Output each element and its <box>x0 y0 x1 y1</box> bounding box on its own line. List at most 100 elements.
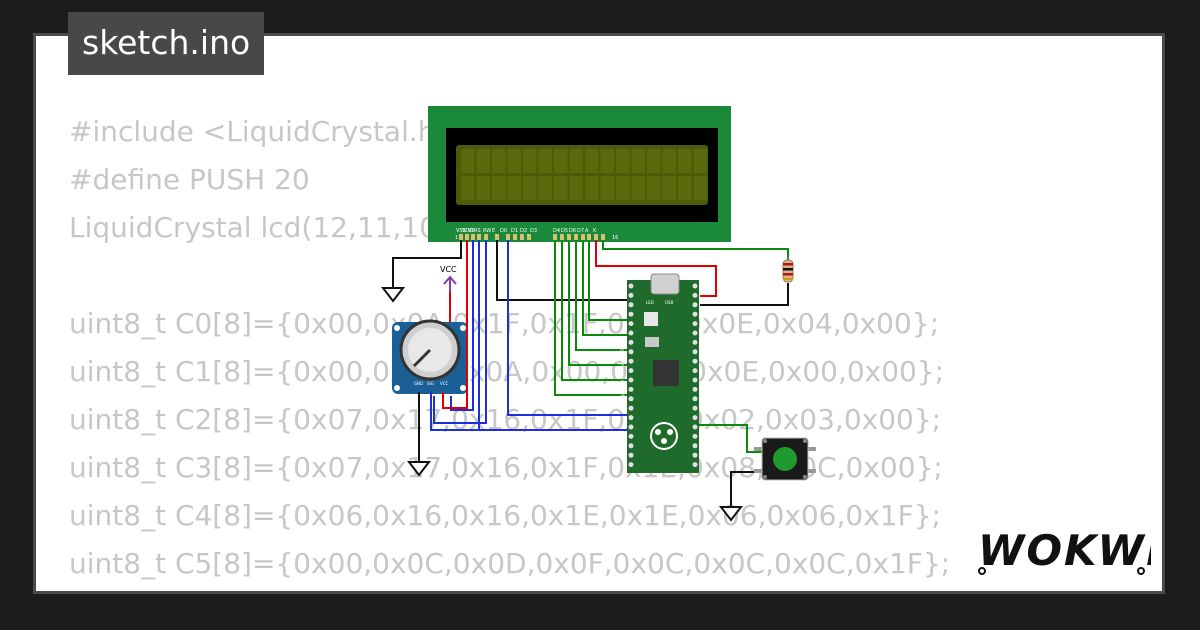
lcd-cell <box>538 149 552 173</box>
lcd-pin-pad[interactable] <box>477 234 481 240</box>
lcd-pin-index-first: 1 <box>455 235 458 241</box>
lcd-pin-pad[interactable] <box>520 234 524 240</box>
lcd-pin-pad[interactable] <box>594 234 598 240</box>
pico-pin[interactable] <box>692 452 698 458</box>
code-line: uint8_t C0[8]={0x00,0x0A,0x1F,0x1F,0x1F,… <box>69 307 939 340</box>
pico-pin[interactable] <box>692 415 698 421</box>
pico-pin[interactable] <box>628 443 634 449</box>
resistor[interactable] <box>782 257 794 283</box>
lcd-cell <box>662 176 676 200</box>
pico-pin[interactable] <box>628 377 634 383</box>
lcd-cell <box>492 149 506 173</box>
pico-pin[interactable] <box>628 283 634 289</box>
lcd-pin-label: D3 <box>530 228 537 234</box>
pico-board-label: Raspberry Pi Pico ©2020 <box>619 343 626 405</box>
pico-pin[interactable] <box>628 292 634 298</box>
lcd-cell <box>507 149 521 173</box>
ground-symbol-pot <box>406 461 432 477</box>
lcd-cell <box>662 149 676 173</box>
pico-pin[interactable] <box>628 462 634 468</box>
pico-pin[interactable] <box>628 349 634 355</box>
pico-pin[interactable] <box>692 283 698 289</box>
lcd-pin-pad[interactable] <box>581 234 585 240</box>
lcd-cell <box>569 149 583 173</box>
pico-pin[interactable] <box>628 358 634 364</box>
pico-pin[interactable] <box>628 424 634 430</box>
lcd-pin-pad[interactable] <box>560 234 564 240</box>
pico-usb-label: USB <box>665 300 673 305</box>
lcd-pin-pad[interactable] <box>601 234 605 240</box>
lcd-pin-pad[interactable] <box>513 234 517 240</box>
raspberry-pi-pico[interactable]: LED USB Raspberry Pi Pico ©2020 <box>619 273 699 473</box>
pico-pin[interactable] <box>628 452 634 458</box>
lcd-pin-label: D6 <box>569 228 576 234</box>
lcd-cell <box>631 149 645 173</box>
lcd-pin-pad[interactable] <box>527 234 531 240</box>
pico-pin[interactable] <box>692 405 698 411</box>
lcd-cell <box>461 149 475 173</box>
pico-pin[interactable] <box>692 292 698 298</box>
lcd-pin-label: VDD <box>462 228 473 234</box>
pico-pin[interactable] <box>628 386 634 392</box>
pico-pin[interactable] <box>628 302 634 308</box>
lcd-cell <box>600 176 614 200</box>
pico-pin[interactable] <box>692 386 698 392</box>
pico-pin[interactable] <box>692 462 698 468</box>
lcd-pin-label: V0 <box>468 228 475 234</box>
pico-pin[interactable] <box>692 321 698 327</box>
lcd-pin-label: D5 <box>561 228 568 234</box>
pico-pin[interactable] <box>692 339 698 345</box>
lcd-cell <box>616 149 630 173</box>
pico-pin[interactable] <box>628 311 634 317</box>
pico-pin[interactable] <box>628 433 634 439</box>
pico-pin[interactable] <box>692 302 698 308</box>
pico-pin[interactable] <box>692 443 698 449</box>
lcd-cell <box>461 176 475 200</box>
lcd-cell <box>678 149 692 173</box>
pico-pin[interactable] <box>628 415 634 421</box>
lcd-pin-pad[interactable] <box>495 234 499 240</box>
pico-pin[interactable] <box>692 396 698 402</box>
file-tab[interactable]: sketch.ino <box>68 12 265 75</box>
lcd-pin-label: D1 <box>511 228 518 234</box>
lcd-pin-pad[interactable] <box>553 234 557 240</box>
code-line: uint8_t C1[8]={0x00,0x00,0x0A,0x00,0x00,… <box>69 355 945 388</box>
pico-pin[interactable] <box>692 377 698 383</box>
lcd-cell <box>647 176 661 200</box>
potentiometer[interactable]: GND SIG VCC <box>392 319 468 394</box>
pico-pin[interactable] <box>628 330 634 336</box>
lcd-pin-label: D7 <box>577 228 584 234</box>
pico-pin[interactable] <box>692 368 698 374</box>
lcd-pin-pad[interactable] <box>506 234 510 240</box>
pico-pin[interactable] <box>692 433 698 439</box>
pico-pin[interactable] <box>692 424 698 430</box>
pico-pin[interactable] <box>692 349 698 355</box>
lcd-cell <box>693 176 707 200</box>
pico-pin[interactable] <box>692 311 698 317</box>
lcd-pin-label: K <box>593 228 597 234</box>
lcd-cell <box>538 176 552 200</box>
lcd-pin-pad[interactable] <box>484 234 488 240</box>
lcd-pin-pad[interactable] <box>465 234 469 240</box>
lcd-pin-pad[interactable] <box>471 234 475 240</box>
pico-pin[interactable] <box>692 330 698 336</box>
lcd-pin-label: RS <box>474 228 481 234</box>
lcd-pin-pad[interactable] <box>567 234 571 240</box>
lcd-cell <box>678 176 692 200</box>
pico-pin[interactable] <box>628 368 634 374</box>
wokwi-logo: WOKWi <box>978 526 1151 575</box>
pico-pin[interactable] <box>628 405 634 411</box>
pico-pin[interactable] <box>692 358 698 364</box>
pico-pin[interactable] <box>628 339 634 345</box>
lcd-wires <box>392 240 789 431</box>
push-button[interactable] <box>754 437 816 481</box>
lcd-pin-pad[interactable] <box>574 234 578 240</box>
lcd-pin-pad[interactable] <box>587 234 591 240</box>
code-line: #define PUSH 20 <box>69 163 310 196</box>
lcd-pin-label: RW <box>483 228 491 234</box>
pico-pin[interactable] <box>628 321 634 327</box>
lcd-pin-pad[interactable] <box>459 234 463 240</box>
pico-pin[interactable] <box>628 396 634 402</box>
